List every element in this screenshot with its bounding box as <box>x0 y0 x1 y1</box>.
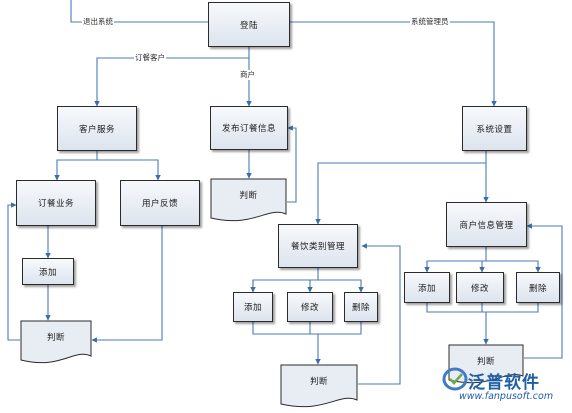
edge-to-customer-service <box>94 57 249 107</box>
doc-judge-category: 判断 <box>280 364 358 410</box>
node-category-management: 餐饮类别管理 <box>278 224 358 268</box>
edge-cat-branches <box>252 279 364 293</box>
node-category-modify: 修改 <box>287 292 333 322</box>
edge-cat-judge-loop <box>358 243 401 385</box>
doc-judge-order-label: 判断 <box>46 333 65 343</box>
doc-judge-publish: 判断 <box>210 178 287 224</box>
edge-to-user-feedback <box>97 159 161 181</box>
node-add-order: 添加 <box>22 258 74 285</box>
node-customer-service: 客户服务 <box>57 106 137 151</box>
edge-to-order-business <box>54 159 97 181</box>
doc-judge-publish-label: 判断 <box>239 191 258 201</box>
doc-judge-merchant-label: 判断 <box>476 357 495 367</box>
doc-judge-order: 判断 <box>20 320 92 366</box>
watermark-url: www.fanpusoft.com <box>459 391 554 402</box>
watermark-logo: 泛普软件 www.fanpusoft.com <box>441 366 571 411</box>
edge-cat-join <box>252 322 362 335</box>
node-category-add: 添加 <box>233 292 273 322</box>
label-exit-system: 退出系统 <box>82 17 114 27</box>
node-user-feedback: 用户反馈 <box>120 180 200 226</box>
node-merchant-info-management: 商户信息管理 <box>446 202 527 247</box>
edge-order-judge-loop <box>7 202 20 341</box>
node-system-settings: 系统设置 <box>462 106 527 151</box>
label-order-customer: 订餐客户 <box>134 53 166 63</box>
edge-exit-system <box>70 0 208 23</box>
label-merchant: 商户 <box>239 70 256 80</box>
doc-judge-category-label: 判断 <box>309 377 328 387</box>
edge-mer-judge-loop <box>524 223 563 359</box>
edge-feedback-to-judge <box>91 226 163 343</box>
node-category-delete: 删除 <box>344 292 378 322</box>
node-order-business: 订餐业务 <box>16 180 96 226</box>
node-merchant-delete: 删除 <box>516 272 560 303</box>
node-merchant-modify: 修改 <box>456 272 504 303</box>
watermark-brand-name: 泛普软件 <box>468 373 540 393</box>
edge-login-to-settings <box>290 21 497 107</box>
node-login: 登陆 <box>208 2 290 47</box>
edge-to-category-mgmt <box>315 162 486 225</box>
node-merchant-add: 添加 <box>404 272 450 303</box>
label-sys-admin: 系统管理员 <box>410 17 450 27</box>
edge-publish-judge-loop <box>287 125 297 203</box>
fanpu-logo-icon <box>442 367 468 391</box>
node-publish-order-info: 发布订餐信息 <box>210 106 288 150</box>
